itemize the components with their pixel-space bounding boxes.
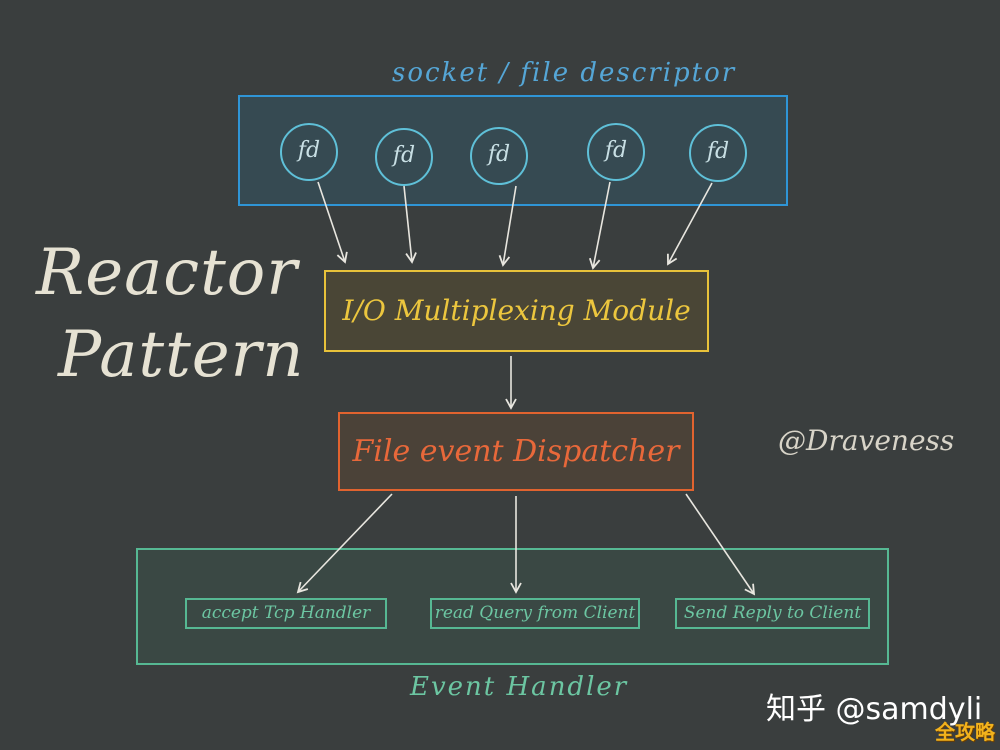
arrow-fd4-to-io: [588, 181, 611, 270]
arrow-dispatcher-to-send: [685, 493, 756, 596]
io-multiplexing-module: I/O Multiplexing Module: [324, 270, 709, 352]
arrow-fd1-to-io: [317, 181, 348, 264]
watermark-text: 知乎 @samdyli: [766, 692, 983, 727]
watermark-badge: 全攻略: [935, 720, 995, 744]
arrow-fd5-to-io: [667, 182, 713, 266]
arrow-dispatcher-to-accept: [296, 493, 393, 594]
socket-label: socket / file descriptor: [392, 58, 737, 88]
diagram-title-line-2: Pattern: [58, 318, 305, 392]
io-multiplexing-label: I/O Multiplexing Module: [342, 294, 691, 327]
dispatcher-label: File event Dispatcher: [352, 434, 680, 469]
arrow-fd2-to-io: [403, 185, 417, 264]
read-query-handler: read Query from Client: [430, 598, 640, 629]
author-credit: @Draveness: [778, 424, 955, 457]
fd-node: fd: [375, 128, 433, 186]
arrow-fd3-to-io: [498, 185, 517, 267]
event-handler-label: Event Handler: [410, 672, 629, 702]
fd-node: fd: [587, 123, 645, 181]
accept-tcp-handler: accept Tcp Handler: [185, 598, 387, 629]
send-reply-handler: Send Reply to Client: [675, 598, 870, 629]
diagram-title-line-1: Reactor: [36, 236, 298, 310]
fd-node: fd: [689, 124, 747, 182]
fd-node: fd: [470, 127, 528, 185]
file-event-dispatcher: File event Dispatcher: [338, 412, 694, 491]
fd-node: fd: [280, 123, 338, 181]
